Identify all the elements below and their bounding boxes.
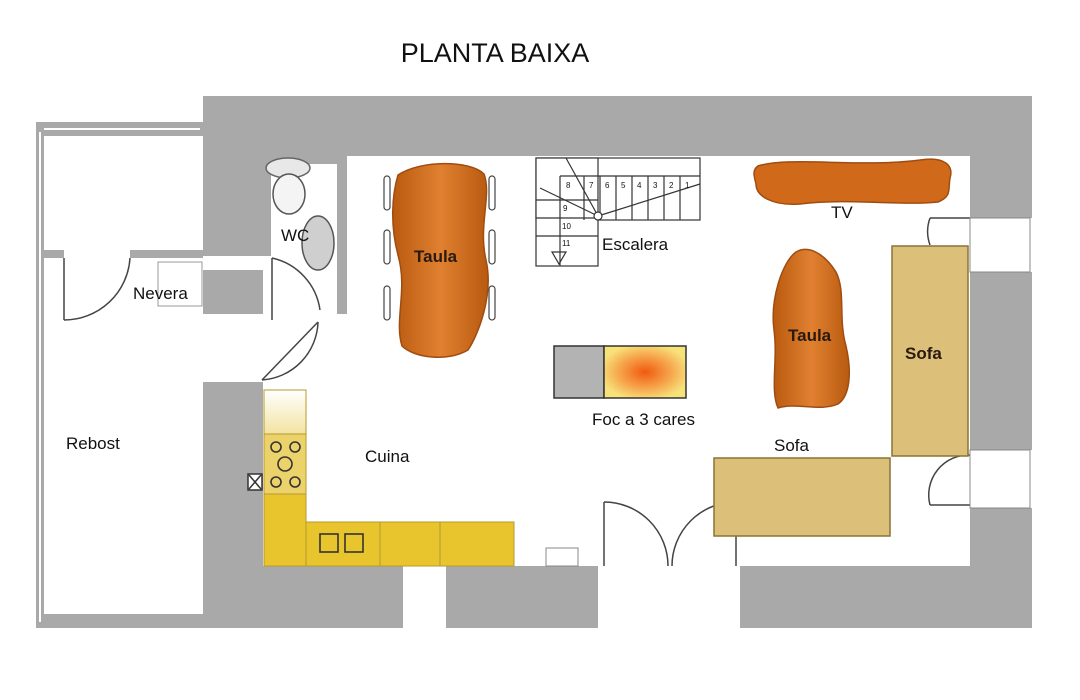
dining-chairs-left: [383, 175, 496, 321]
room-label-nevera: Nevera: [133, 284, 188, 303]
vent-icon: [247, 473, 263, 491]
svg-text:8: 8: [566, 181, 571, 190]
walls: [36, 96, 1032, 628]
door-jambs: [969, 217, 1031, 509]
svg-text:7: 7: [589, 181, 594, 190]
room-label-wc: WC: [281, 226, 309, 245]
svg-text:1: 1: [685, 181, 690, 190]
room-label-rebost: Rebost: [66, 434, 120, 453]
svg-text:3: 3: [653, 181, 658, 190]
sofa-right: [891, 245, 969, 457]
tv-cabinet: [753, 158, 952, 205]
sofa-label-bottom: Sofa: [774, 436, 810, 455]
toilet-icon: [272, 173, 306, 215]
stove-burners-icon: [270, 441, 301, 488]
fridge: [157, 261, 203, 307]
room-label-cuina: Cuina: [365, 447, 410, 466]
staircase: [535, 157, 701, 267]
svg-text:5: 5: [621, 181, 626, 190]
svg-text:6: 6: [605, 181, 610, 190]
wc-basin-icon: [301, 215, 335, 271]
small-appliance: [545, 547, 579, 567]
stair-step-numbers: 8 7 6 5 4 3 2 1 9 10 11: [562, 181, 690, 248]
svg-text:2: 2: [669, 181, 674, 190]
dining-table-right: [772, 248, 851, 409]
rebost-inner-lines: [39, 128, 200, 622]
doors: [63, 217, 971, 567]
fireplace: [553, 345, 687, 399]
sofa-label-right: Sofa: [905, 344, 942, 363]
sink-icon: [319, 533, 364, 553]
svg-text:4: 4: [637, 181, 642, 190]
table-label-right: Taula: [788, 326, 832, 345]
kitchen-counter: [263, 389, 515, 567]
room-label-escalera: Escalera: [602, 235, 669, 254]
table-label-left: Taula: [414, 247, 458, 266]
svg-text:11: 11: [562, 239, 571, 248]
room-label-foc: Foc a 3 cares: [592, 410, 695, 429]
room-label-tv: TV: [831, 203, 853, 222]
plan-title: PLANTA BAIXA: [401, 38, 590, 68]
wc-fixtures: [265, 157, 335, 271]
svg-text:9: 9: [563, 204, 568, 213]
sofa-bottom: [713, 457, 891, 537]
dining-table-left: [392, 162, 489, 358]
svg-text:10: 10: [562, 222, 571, 231]
